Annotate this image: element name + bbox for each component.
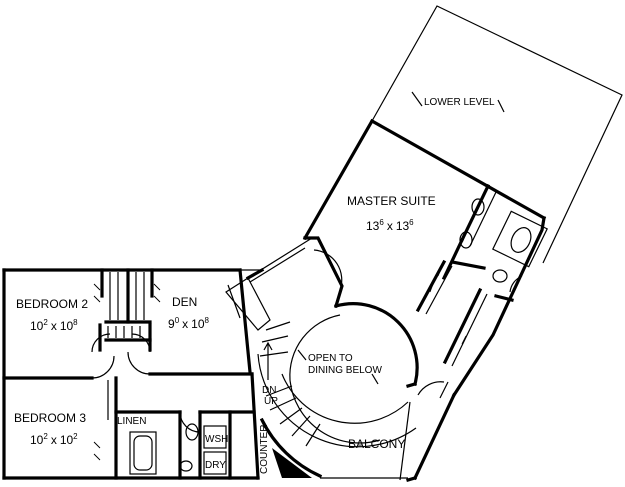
open-to-label: OPEN TO [308,353,353,364]
closet-shelves [93,272,161,461]
stairs-and-curved-wall [225,277,419,479]
dining-below-label: DINING BELOW [308,365,382,376]
lower-level-arrows [411,91,505,113]
master-suite-walls [302,118,547,482]
master-suite-name: MASTER SUITE [347,194,436,208]
dryer-label: DRY [205,460,226,471]
bedroom-block-walls [2,237,313,480]
hall-bath-fixtures [129,423,227,475]
lower-level-deck [371,5,623,264]
balcony-label: BALCONY [348,437,405,451]
washer-label: WSH [205,434,228,445]
master-bath-fixtures [313,198,548,396]
counter-label: COUNTER [259,425,270,474]
den-name: DEN [172,295,197,309]
lower-level-label: LOWER LEVEL [424,97,495,108]
linen-label: LINEN [117,416,146,427]
stair-down-label: DN [262,385,276,396]
stair-up-label: UP [264,396,278,407]
bedroom-3-name: BEDROOM 3 [14,411,86,425]
open-to-arrows [297,349,379,385]
bedroom-2-name: BEDROOM 2 [16,297,88,311]
balcony-walls [320,381,449,481]
door-swings [91,284,241,433]
